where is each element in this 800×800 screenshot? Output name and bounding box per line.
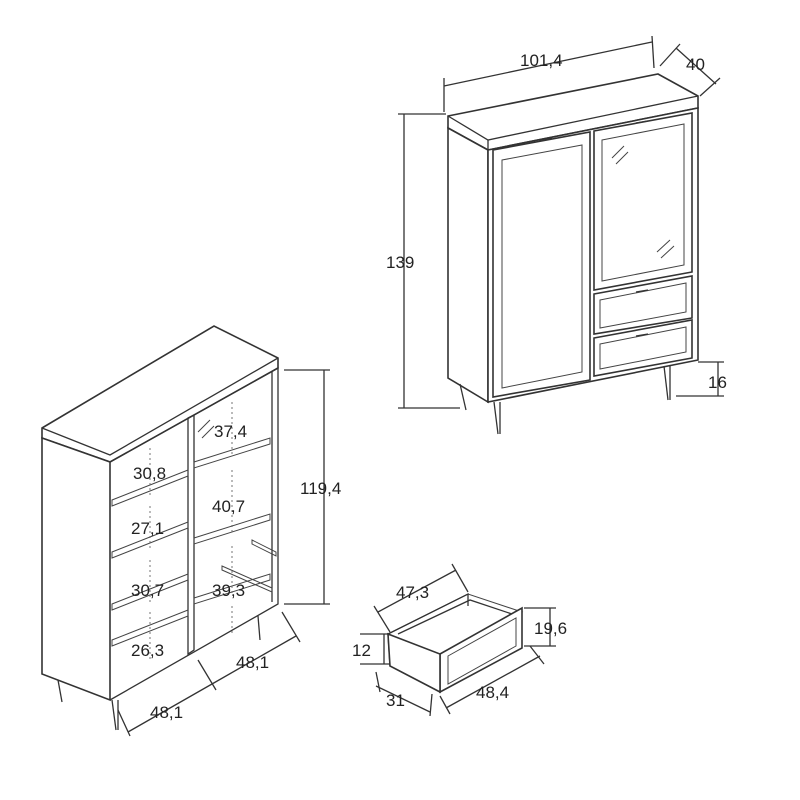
drawer-inner-width-line: [377, 569, 457, 613]
interior-height-label: 119,4: [300, 479, 341, 498]
drawer-depth-label: 31: [386, 691, 405, 710]
door-handle: [539, 137, 553, 141]
wardrobe-exterior-view: 101,4 40 139 16: [386, 35, 727, 435]
drawer-front-height-label: 19,6: [534, 619, 567, 638]
glass-door: [593, 112, 693, 291]
middle-divider: [187, 413, 195, 656]
depth-label: 40: [686, 55, 705, 74]
drawer-view: 47,3 19,6 12 31 48,4: [352, 563, 567, 717]
compartment-front-width-line: [127, 683, 213, 733]
glass-reflection-icon: [611, 145, 625, 159]
lower-drawer: [593, 319, 693, 377]
compartment-front-width-label: 48,1: [150, 703, 183, 722]
right-shelf-1-label: 37,4: [214, 422, 247, 441]
drawer-side: [387, 632, 441, 694]
glass-reflection-icon: [197, 419, 211, 433]
cabinet-leg: [459, 383, 467, 411]
drawer-front-width-line: [445, 655, 541, 709]
drawer-front-width-label: 48,4: [476, 683, 509, 702]
upper-drawer: [593, 275, 693, 335]
depth-dimension-line: [675, 47, 717, 85]
height-label: 139: [386, 253, 414, 272]
left-shelf-1-label: 30,8: [133, 464, 166, 483]
compartment-back-width-label: 48,1: [236, 653, 269, 672]
left-door: [492, 131, 591, 398]
drawer-inner-width-label: 47,3: [396, 583, 429, 602]
width-label: 101,4: [520, 51, 563, 70]
drawer-side-height-label: 12: [352, 641, 371, 660]
compartment-back-width-line: [211, 635, 297, 685]
left-shelf-4-label: 26,3: [131, 641, 164, 660]
interior-side-panel: [41, 436, 111, 702]
right-shelf-2-label: 40,7: [212, 497, 245, 516]
leg-height-label: 16: [708, 373, 727, 392]
left-shelf: [111, 469, 189, 507]
drawer-depth-line: [375, 685, 431, 713]
drawer-slide-icon: [251, 539, 277, 557]
cabinet-side-panel: [447, 126, 489, 404]
left-shelf-3-label: 30,7: [131, 581, 164, 600]
width-dimension-line: [443, 41, 653, 87]
wardrobe-interior-view: 30,8 27,1 30,7 26,3 37,4 40,7 39,3 119,4…: [41, 325, 341, 737]
right-shelf-3-label: 39,3: [212, 581, 245, 600]
interior-leg: [57, 679, 63, 703]
right-shelf: [193, 437, 271, 469]
left-shelf-2-label: 27,1: [131, 519, 164, 538]
